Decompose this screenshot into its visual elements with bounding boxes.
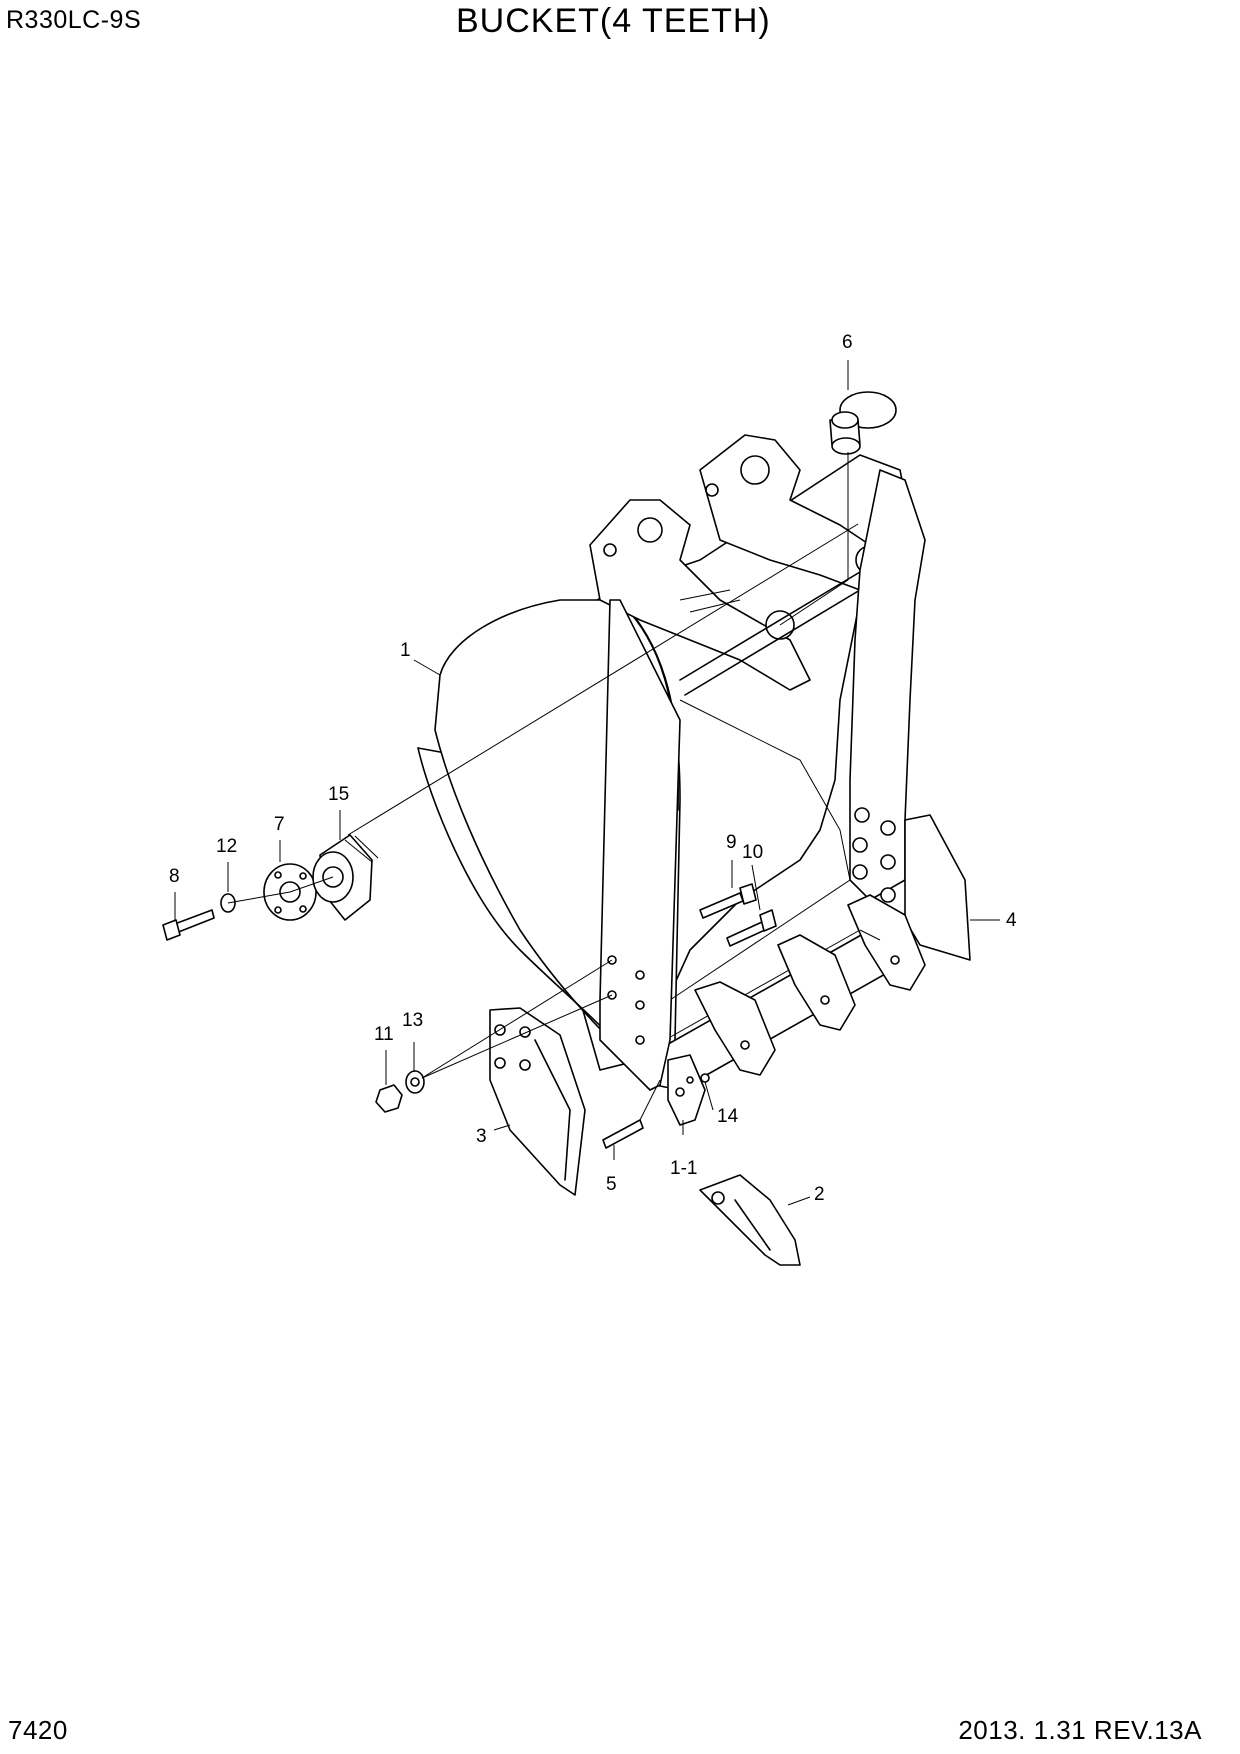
- callout-11: 11: [374, 1024, 394, 1045]
- callout-6: 6: [842, 332, 853, 353]
- callout-13: 13: [402, 1010, 423, 1031]
- page-number: 7420: [8, 1715, 68, 1745]
- model-number: R330LC-9S: [6, 6, 142, 34]
- callout-1: 1: [400, 640, 411, 661]
- callout-5: 5: [606, 1174, 617, 1195]
- callout-3: 3: [476, 1126, 487, 1147]
- callout-14: 14: [717, 1106, 739, 1127]
- pin-retainer-parts: [162, 834, 379, 941]
- bolts-9-10: [699, 883, 777, 947]
- teeth-adapters: [667, 894, 926, 1126]
- side-cutter-part: [489, 1007, 586, 1196]
- callout-8: 8: [169, 866, 180, 887]
- small-hardware: [375, 1070, 710, 1149]
- callout-10: 10: [742, 842, 763, 863]
- callout-2: 2: [814, 1184, 825, 1205]
- callout-1-1: 1-1: [670, 1158, 697, 1179]
- bushing-part: [829, 391, 897, 455]
- bucket-body: [417, 434, 971, 1091]
- callout-12: 12: [216, 836, 237, 857]
- tooth-part: [699, 1174, 801, 1266]
- diagram-title: BUCKET(4 TEETH): [456, 2, 771, 40]
- callout-15: 15: [328, 784, 349, 805]
- callout-9: 9: [726, 832, 737, 853]
- revision-date: 2013. 1.31 REV.13A: [958, 1715, 1202, 1745]
- callout-7: 7: [274, 814, 285, 835]
- leader-lines: [174, 360, 1000, 1206]
- callout-4: 4: [1006, 910, 1017, 931]
